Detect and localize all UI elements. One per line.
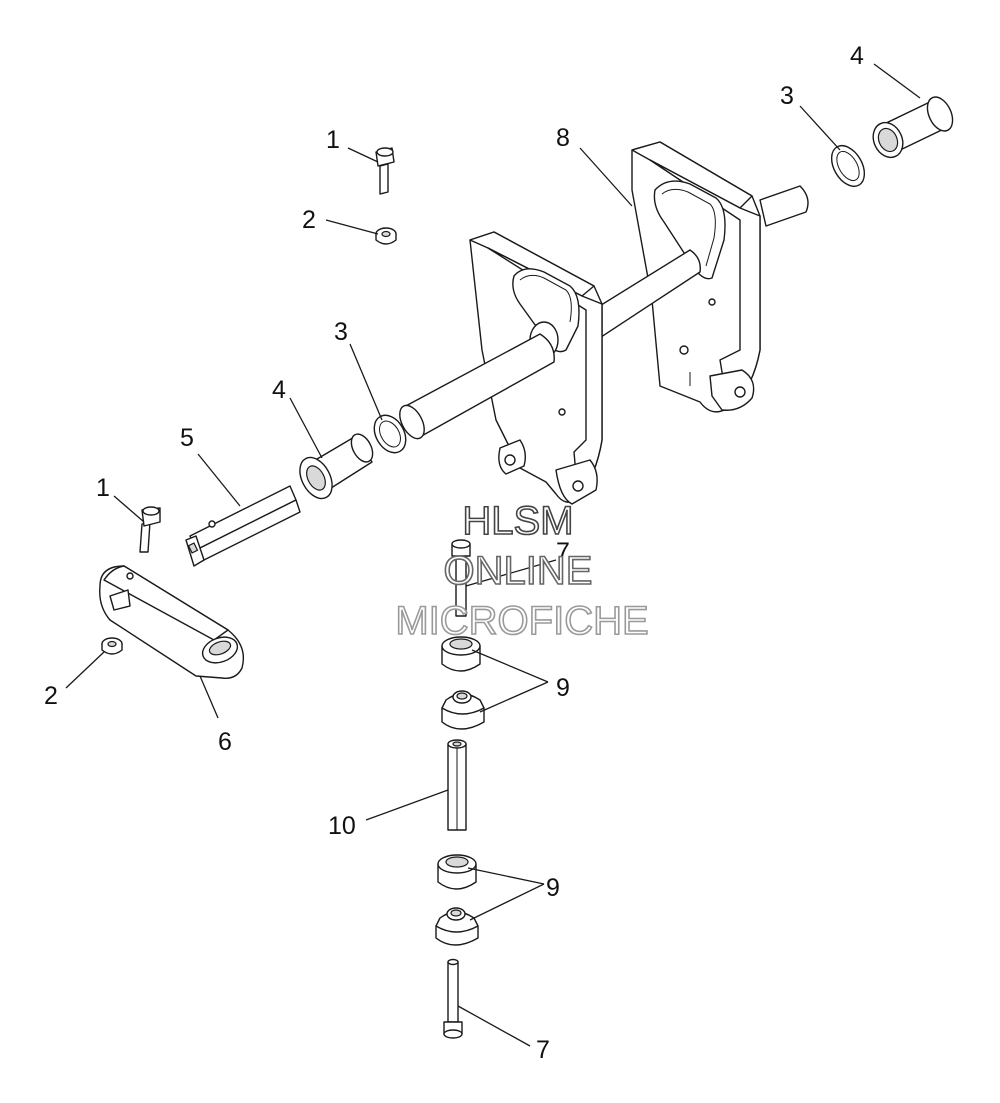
mount-part-9-lower-a <box>437 854 477 890</box>
bolt-part-7-bottom <box>443 958 463 1039</box>
bolt-part-7-top <box>451 539 471 617</box>
callout-2b: 2 <box>44 682 58 710</box>
callout-5: 5 <box>180 424 194 452</box>
nut-part-2-left <box>101 637 123 655</box>
callout-6: 6 <box>218 728 232 756</box>
watermark: HLSM ONLINE MICROFICHE <box>395 498 650 644</box>
callout-7b: 7 <box>536 1036 550 1064</box>
mount-part-9-upper-a <box>441 636 481 672</box>
leader-9a-2 <box>479 681 549 713</box>
leader-4b <box>873 63 921 99</box>
leader-3b <box>799 105 841 151</box>
callout-1b: 1 <box>96 474 110 502</box>
callout-9a: 9 <box>556 674 570 702</box>
callout-9b: 9 <box>546 874 560 902</box>
mount-part-9-upper-b <box>441 690 485 730</box>
bushing-part-4-front <box>299 433 374 500</box>
leader-7a <box>465 559 557 587</box>
callout-2a: 2 <box>302 206 316 234</box>
callout-4b: 4 <box>850 42 864 70</box>
arm-part-6 <box>99 565 245 679</box>
callout-10: 10 <box>328 812 356 840</box>
washer-part-3-rear <box>830 145 866 187</box>
callout-1a: 1 <box>326 126 340 154</box>
leader-lines <box>65 63 921 1047</box>
leader-10 <box>365 789 449 821</box>
callout-3a: 3 <box>334 318 348 346</box>
leader-9b-1 <box>467 867 545 885</box>
leader-3a <box>349 343 383 421</box>
leader-7b <box>457 1005 531 1047</box>
leader-5 <box>197 453 241 507</box>
leader-8 <box>579 147 633 207</box>
callout-4a: 4 <box>272 376 286 404</box>
watermark-line-2: ONLINE <box>444 549 593 593</box>
bolt-part-1-top <box>375 147 395 195</box>
watermark-line-1: HLSM <box>462 499 573 543</box>
nut-part-2-top <box>375 227 397 245</box>
spacer-part-10 <box>447 739 467 831</box>
square-shaft-part-5 <box>185 485 301 567</box>
leader-1b <box>113 495 145 523</box>
bolt-part-1-left <box>139 506 161 553</box>
mount-part-9-lower-b <box>435 907 479 946</box>
callout-7a: 7 <box>556 538 570 566</box>
leader-6 <box>199 675 219 719</box>
callout-3b: 3 <box>780 82 794 110</box>
leader-9a-1 <box>471 649 549 683</box>
leader-2b <box>65 651 105 689</box>
leader-2a <box>325 219 379 235</box>
leader-4a <box>289 397 323 459</box>
watermark-line-3: MICROFICHE <box>395 599 648 643</box>
callout-labels: 1 2 3 4 8 3 4 5 1 2 6 7 9 10 9 7 <box>44 42 864 1064</box>
leader-9b-2 <box>469 883 545 921</box>
leader-1a <box>347 147 379 163</box>
frame-bracket-part-8 <box>399 141 809 505</box>
bushing-part-4-rear <box>872 96 954 159</box>
callout-8: 8 <box>556 124 570 152</box>
